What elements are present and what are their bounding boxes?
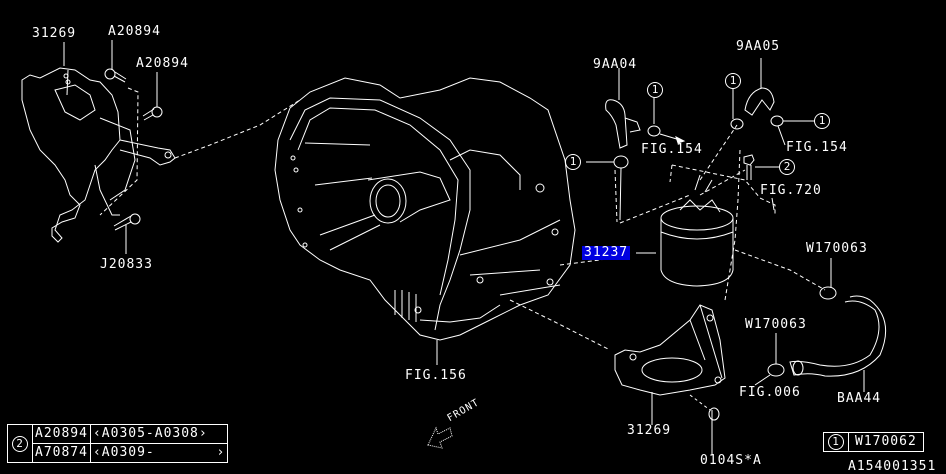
legend-row: 2 A20894 ‹A0305-A0308› (7, 424, 229, 463)
hose-baa44-drawing (789, 295, 887, 377)
left-bracket-drawing (21, 67, 176, 243)
part-label-9aa04[interactable]: 9AA04 (593, 57, 638, 72)
part-label-31269-bottom[interactable]: 31269 (627, 423, 672, 438)
hose-9aa04-drawing (605, 99, 641, 169)
bolt-a20894-drawing (104, 68, 163, 231)
part-label-9aa05[interactable]: 9AA05 (736, 39, 781, 54)
part-label-0104sa[interactable]: 0104S*A (700, 453, 762, 468)
part-label-w170063-lower[interactable]: W170063 (745, 317, 807, 332)
fig-reference-156[interactable]: FIG.156 (405, 368, 467, 383)
legend-range-cell: ‹A0309- › (89, 443, 229, 463)
legend-row: 1 W170062 (823, 432, 924, 452)
callout-1-icon: 1 (828, 434, 844, 450)
legend-key-cell: 1 (823, 432, 849, 452)
fig-reference-720[interactable]: FIG.720 (760, 183, 822, 198)
callout-2-bolt[interactable]: 2 (779, 159, 795, 175)
part-label-a20894-top[interactable]: A20894 (108, 24, 161, 39)
part-label-baa44[interactable]: BAA44 (837, 391, 882, 406)
drawing-id: A154001351 (848, 459, 937, 474)
part-label-j20833[interactable]: J20833 (100, 257, 153, 272)
legend-table-callout-1: 1 W170062 (823, 432, 924, 452)
part-label-31269-left[interactable]: 31269 (32, 26, 77, 41)
legend-row: A70874 ‹A0309- › (8, 443, 229, 463)
bottom-bracket-drawing (614, 304, 726, 396)
callout-2-icon: 2 (12, 435, 28, 452)
part-label-a20894-second[interactable]: A20894 (136, 56, 189, 71)
part-label-w170063-upper[interactable]: W170063 (806, 241, 868, 256)
fig-reference-154-left[interactable]: FIG.154 (641, 142, 703, 157)
callout-1-9aa05-clamp[interactable]: 1 (725, 73, 741, 89)
front-arrow-icon (427, 426, 453, 449)
legend-table-callout-2: 2 A20894 ‹A0305-A0308› A70874 ‹A0309- › (7, 424, 229, 463)
legend-part-cell[interactable]: W170062 (848, 432, 924, 452)
fig-reference-006[interactable]: FIG.006 (739, 385, 801, 400)
legend-part-cell[interactable]: A70874 (32, 443, 91, 463)
legend-key-cell: 2 (7, 424, 33, 463)
legend-range-cell: ‹A0305-A0308› (89, 424, 229, 444)
legend-part-cell[interactable]: A20894 (32, 424, 91, 444)
callout-1-left-clamp[interactable]: 1 (565, 154, 581, 170)
callout-1-right-clamp[interactable]: 1 (814, 113, 830, 129)
callout-1-9aa04-clamp[interactable]: 1 (647, 82, 663, 98)
hose-9aa05-drawing (730, 87, 784, 130)
bolt-fig720-drawing (743, 154, 755, 180)
transmission-housing-drawing (274, 77, 576, 341)
canister-drawing (660, 174, 734, 287)
fig-reference-154-right[interactable]: FIG.154 (786, 140, 848, 155)
part-label-31237-selected[interactable]: 31237 (582, 245, 631, 260)
